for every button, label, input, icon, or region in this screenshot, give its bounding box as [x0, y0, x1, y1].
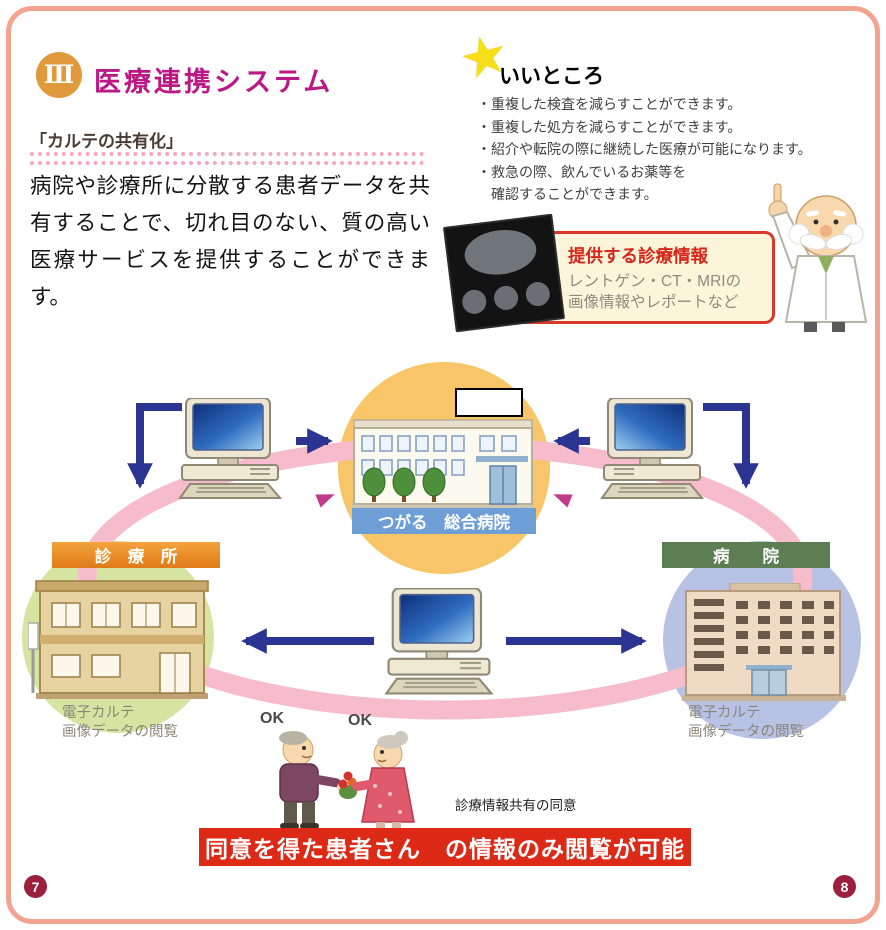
list-item: ・重複した処方を減らすことができます。	[477, 118, 742, 135]
dotted-divider	[30, 152, 424, 156]
page-number-right: 8	[833, 875, 856, 898]
flow-arrow-icon	[553, 494, 573, 508]
info-box-body: レントゲン・CT・MRIの 画像情報やレポートなど	[568, 273, 742, 311]
list-item: ・紹介や転院の際に継続した医療が可能になります。	[477, 141, 812, 157]
patients-illustration	[250, 724, 440, 832]
list-item: 確認することができます。	[477, 186, 658, 202]
dotted-divider	[30, 161, 424, 165]
hospital-illustration	[672, 582, 854, 701]
blank-hospital-sign	[455, 388, 523, 417]
clinic-illustration	[27, 577, 214, 699]
hospital-label: 病 院	[662, 542, 830, 568]
central-hospital-illustration	[352, 410, 534, 510]
section-number-badge: Ⅲ	[36, 52, 82, 98]
flow-arrow-icon	[315, 494, 335, 508]
page-title: 医療連携システム	[94, 67, 334, 97]
computer-illustration-left	[172, 397, 290, 502]
karte-heading: 「カルテの共有化」	[30, 132, 183, 151]
consent-banner: 同意を得た患者さん の情報のみ閲覧が可能	[199, 828, 691, 866]
good-points-list: ・重複した検査を減らすことができます。 ・重複した処方を減らすことができます。 …	[477, 93, 812, 206]
xray-image	[442, 213, 566, 333]
central-hospital-label: つがる 総合病院	[352, 508, 536, 534]
ok-text-left: OK	[260, 710, 284, 727]
doctor-illustration	[760, 174, 878, 334]
good-points-heading: いいところ	[499, 65, 604, 88]
clinic-caption: 電子カルテ 画像データの閲覧	[62, 705, 178, 740]
computer-illustration-right	[594, 397, 712, 502]
computer-illustration-bottom	[378, 587, 496, 695]
ok-text-right: OK	[348, 712, 372, 729]
consent-caption: 診療情報共有の同意	[455, 798, 577, 813]
info-box-title: 提供する診療情報	[568, 246, 708, 266]
clinic-label: 診 療 所	[52, 542, 220, 568]
hospital-caption: 電子カルテ 画像データの閲覧	[688, 705, 804, 740]
list-item: ・救急の際、飲んでいるお薬等を	[477, 163, 687, 180]
karte-body-text: 病院や診療所に分散する患者データを共有することで、切れ目のない、質の高い医療サー…	[30, 174, 430, 309]
list-item: ・重複した検査を減らすことができます。	[477, 96, 742, 112]
page-number-left: 7	[24, 875, 47, 898]
